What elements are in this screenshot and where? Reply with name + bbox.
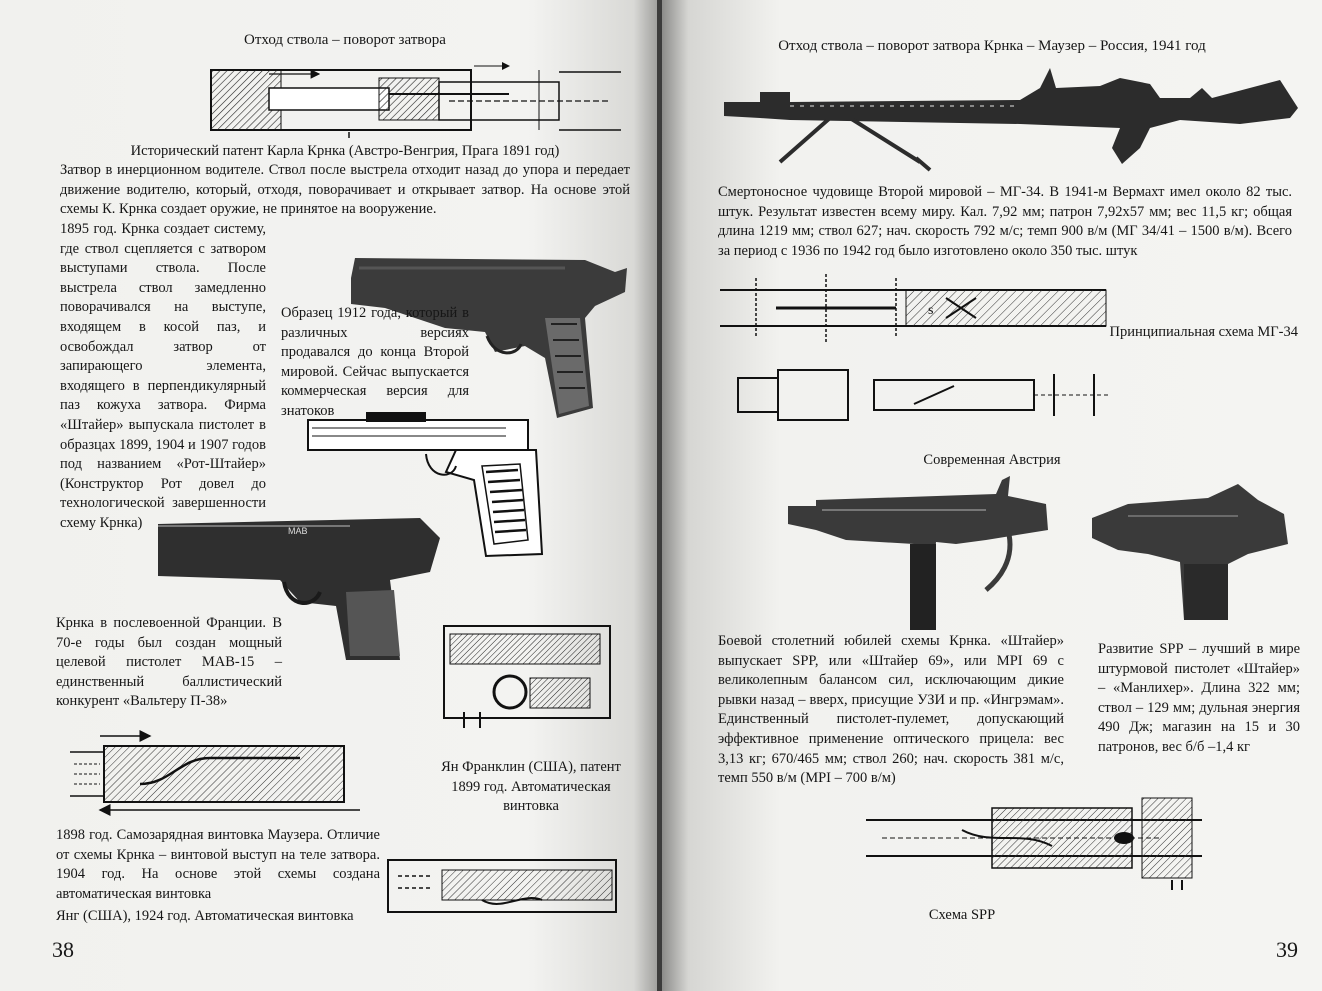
- spp-scheme-caption: Схема SPP: [928, 907, 996, 923]
- pistol-cutaway-drawing: [306, 410, 544, 558]
- austria-heading: Современная Австрия: [923, 452, 1061, 468]
- left-page-number: 38: [52, 937, 74, 962]
- mg34-caption: Смертоносное чудовище Второй мировой – М…: [718, 184, 1292, 259]
- steyr-mannlicher-caption: Развитие SPP – лучший в мире штурмовой п…: [1098, 641, 1300, 755]
- left-page: Отход ствола – поворот затвора: [0, 0, 660, 991]
- intro-paragraph: Затвор в инерционном водителе. Ствол пос…: [60, 162, 630, 218]
- mg34-scheme-caption: Принципиальная схема МГ-34: [1109, 324, 1299, 340]
- right-page-heading: Отход ствола – поворот затвора Крнка – М…: [778, 38, 1206, 54]
- krnka-patent-diagram: [209, 60, 621, 138]
- spp-scheme-diagram: [862, 790, 1212, 890]
- spp-caption: Боевой столетний юбилей схемы Крнка. «Шт…: [718, 633, 1064, 787]
- mauser-1898-diagram: [60, 724, 370, 820]
- left-page-heading: Отход ствола – поворот затвора: [244, 32, 446, 48]
- yang-caption: Янг (США), 1924 год. Автоматическая винт…: [56, 908, 354, 924]
- mg34-bolt-scheme: [734, 364, 1114, 426]
- right-page: Отход ствола – поворот затвора Крнка – М…: [662, 0, 1322, 991]
- book-gutter: [657, 0, 665, 991]
- right-page-number: 39: [1276, 937, 1298, 962]
- krnka-1895-paragraph: 1895 год. Крнка создает систему, где ств…: [60, 221, 266, 531]
- svg-text:s: s: [928, 303, 933, 318]
- yang-rifle-diagram: [382, 852, 620, 922]
- steyr-spp-photo: [786, 470, 1088, 630]
- france-caption: Крнка в послевоенной Франции. В 70-е год…: [56, 615, 282, 710]
- franklin-patent-diagram: [440, 622, 618, 732]
- model-1912-caption: Образец 1912 года, который в различных в…: [281, 305, 469, 419]
- franklin-caption: Ян Франклин (США), патент 1899 год. Авто…: [441, 759, 621, 815]
- steyr-tmp-photo: [1088, 474, 1298, 624]
- mg34-principal-scheme: s: [716, 268, 1111, 352]
- steyr-1912-pistol-photo: [345, 248, 630, 428]
- mab-15-pistol-photo: MAB: [150, 510, 450, 660]
- mg34-machine-gun-photo: [720, 58, 1302, 178]
- mab-marking: MAB: [288, 526, 308, 536]
- mauser-caption: 1898 год. Самозарядная винтовка Маузера.…: [56, 827, 380, 902]
- patent-caption: Исторический патент Карла Крнка (Австро-…: [130, 143, 560, 159]
